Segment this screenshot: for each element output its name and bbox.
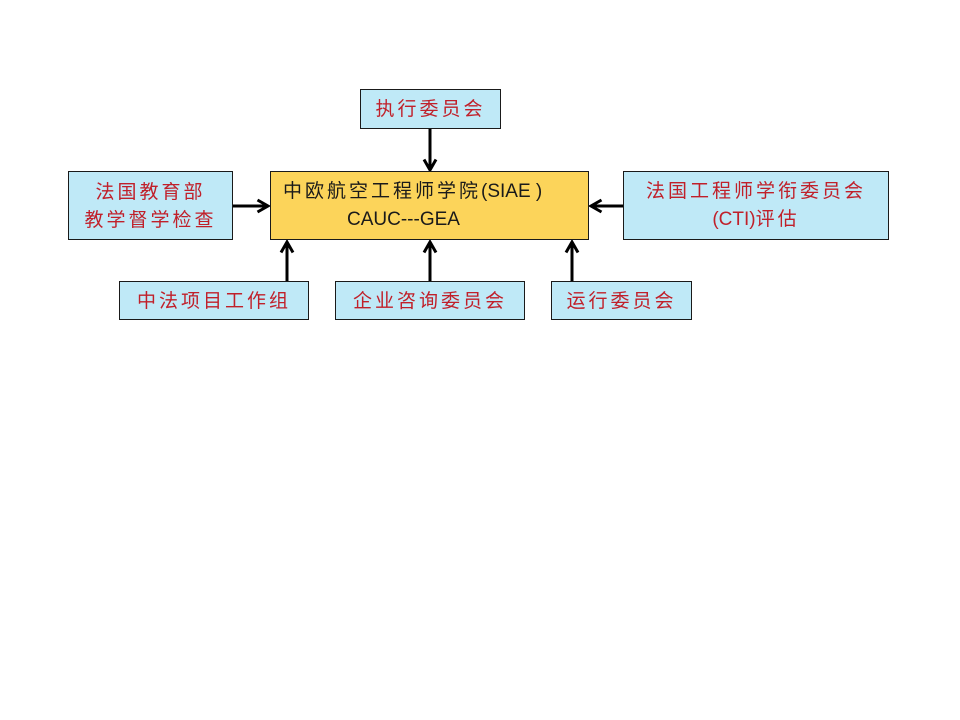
node-label: 执行委员会 bbox=[375, 98, 486, 120]
node-enterprise-advisory-committee: 企业咨询委员会 bbox=[335, 281, 525, 320]
node-siae-center: 中欧航空工程师学院(SIAE ) CAUC---GEA bbox=[270, 171, 589, 240]
center-line-1: 中欧航空工程师学院(SIAE ) bbox=[283, 180, 543, 202]
center-line-2: CAUC---GEA bbox=[347, 209, 460, 230]
node-french-ministry-education: 法国教育部 教学督学检查 bbox=[68, 171, 233, 240]
node-sino-french-project-group: 中法项目工作组 bbox=[119, 281, 309, 320]
node-executive-committee: 执行委员会 bbox=[360, 89, 501, 129]
node-cti-evaluation: 法国工程师学衔委员会 (CTI)评估 bbox=[623, 171, 889, 240]
node-operations-committee: 运行委员会 bbox=[551, 281, 692, 320]
